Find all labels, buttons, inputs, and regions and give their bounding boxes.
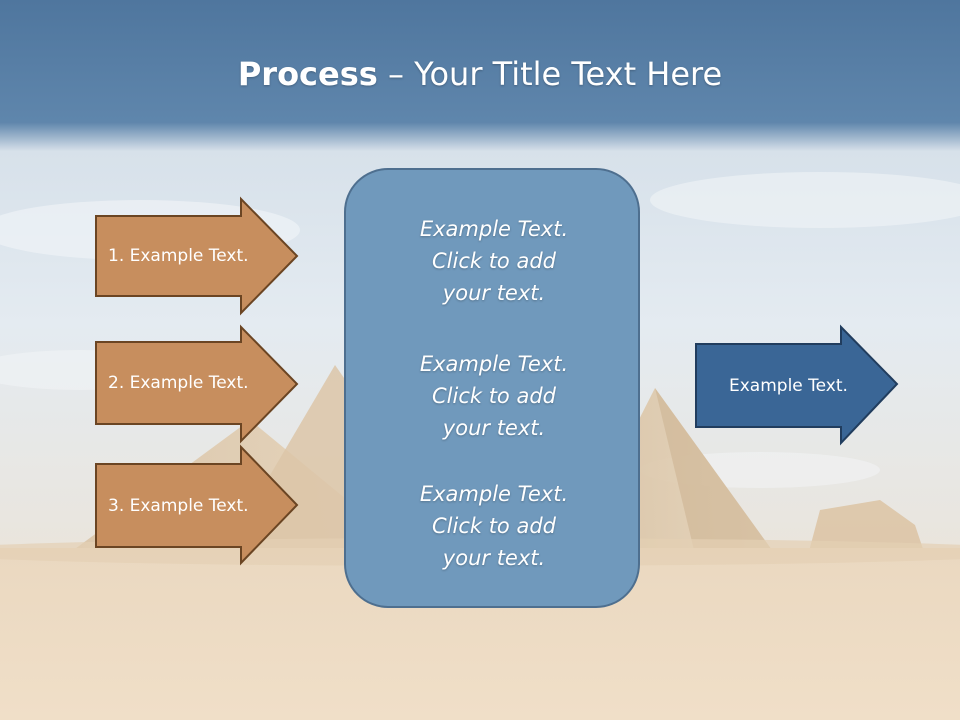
center-text-block-3: Example Text. Click to add your text. bbox=[419, 482, 569, 570]
left-arrow-label: 2. Example Text. bbox=[108, 373, 249, 393]
left-arrow-2[interactable]: 2. Example Text. bbox=[95, 324, 299, 444]
center-text-block-2: Example Text. Click to add your text. bbox=[419, 352, 569, 440]
title-bold-text: Process bbox=[237, 55, 378, 93]
title-rest-text: – Your Title Text Here bbox=[377, 55, 723, 93]
arrow-shape bbox=[95, 444, 299, 566]
right-arrow-label: Example Text. bbox=[729, 375, 848, 396]
center-text-box[interactable]: Example Text. Click to add your text. Ex… bbox=[344, 168, 640, 608]
left-arrow-3[interactable]: 3. Example Text. bbox=[95, 444, 299, 566]
slide-title[interactable]: Process – Your Title Text Here bbox=[0, 52, 960, 96]
left-arrow-1[interactable]: 1. Example Text. bbox=[95, 196, 299, 316]
arrow-shape bbox=[95, 196, 299, 316]
center-text-block-1: Example Text. Click to add your text. bbox=[419, 217, 569, 305]
left-arrow-label: 3. Example Text. bbox=[108, 495, 249, 516]
arrow-shape bbox=[95, 324, 299, 444]
left-arrow-label: 1. Example Text. bbox=[108, 246, 249, 266]
arrow-shape bbox=[695, 324, 899, 446]
right-arrow[interactable]: Example Text. bbox=[695, 324, 899, 446]
